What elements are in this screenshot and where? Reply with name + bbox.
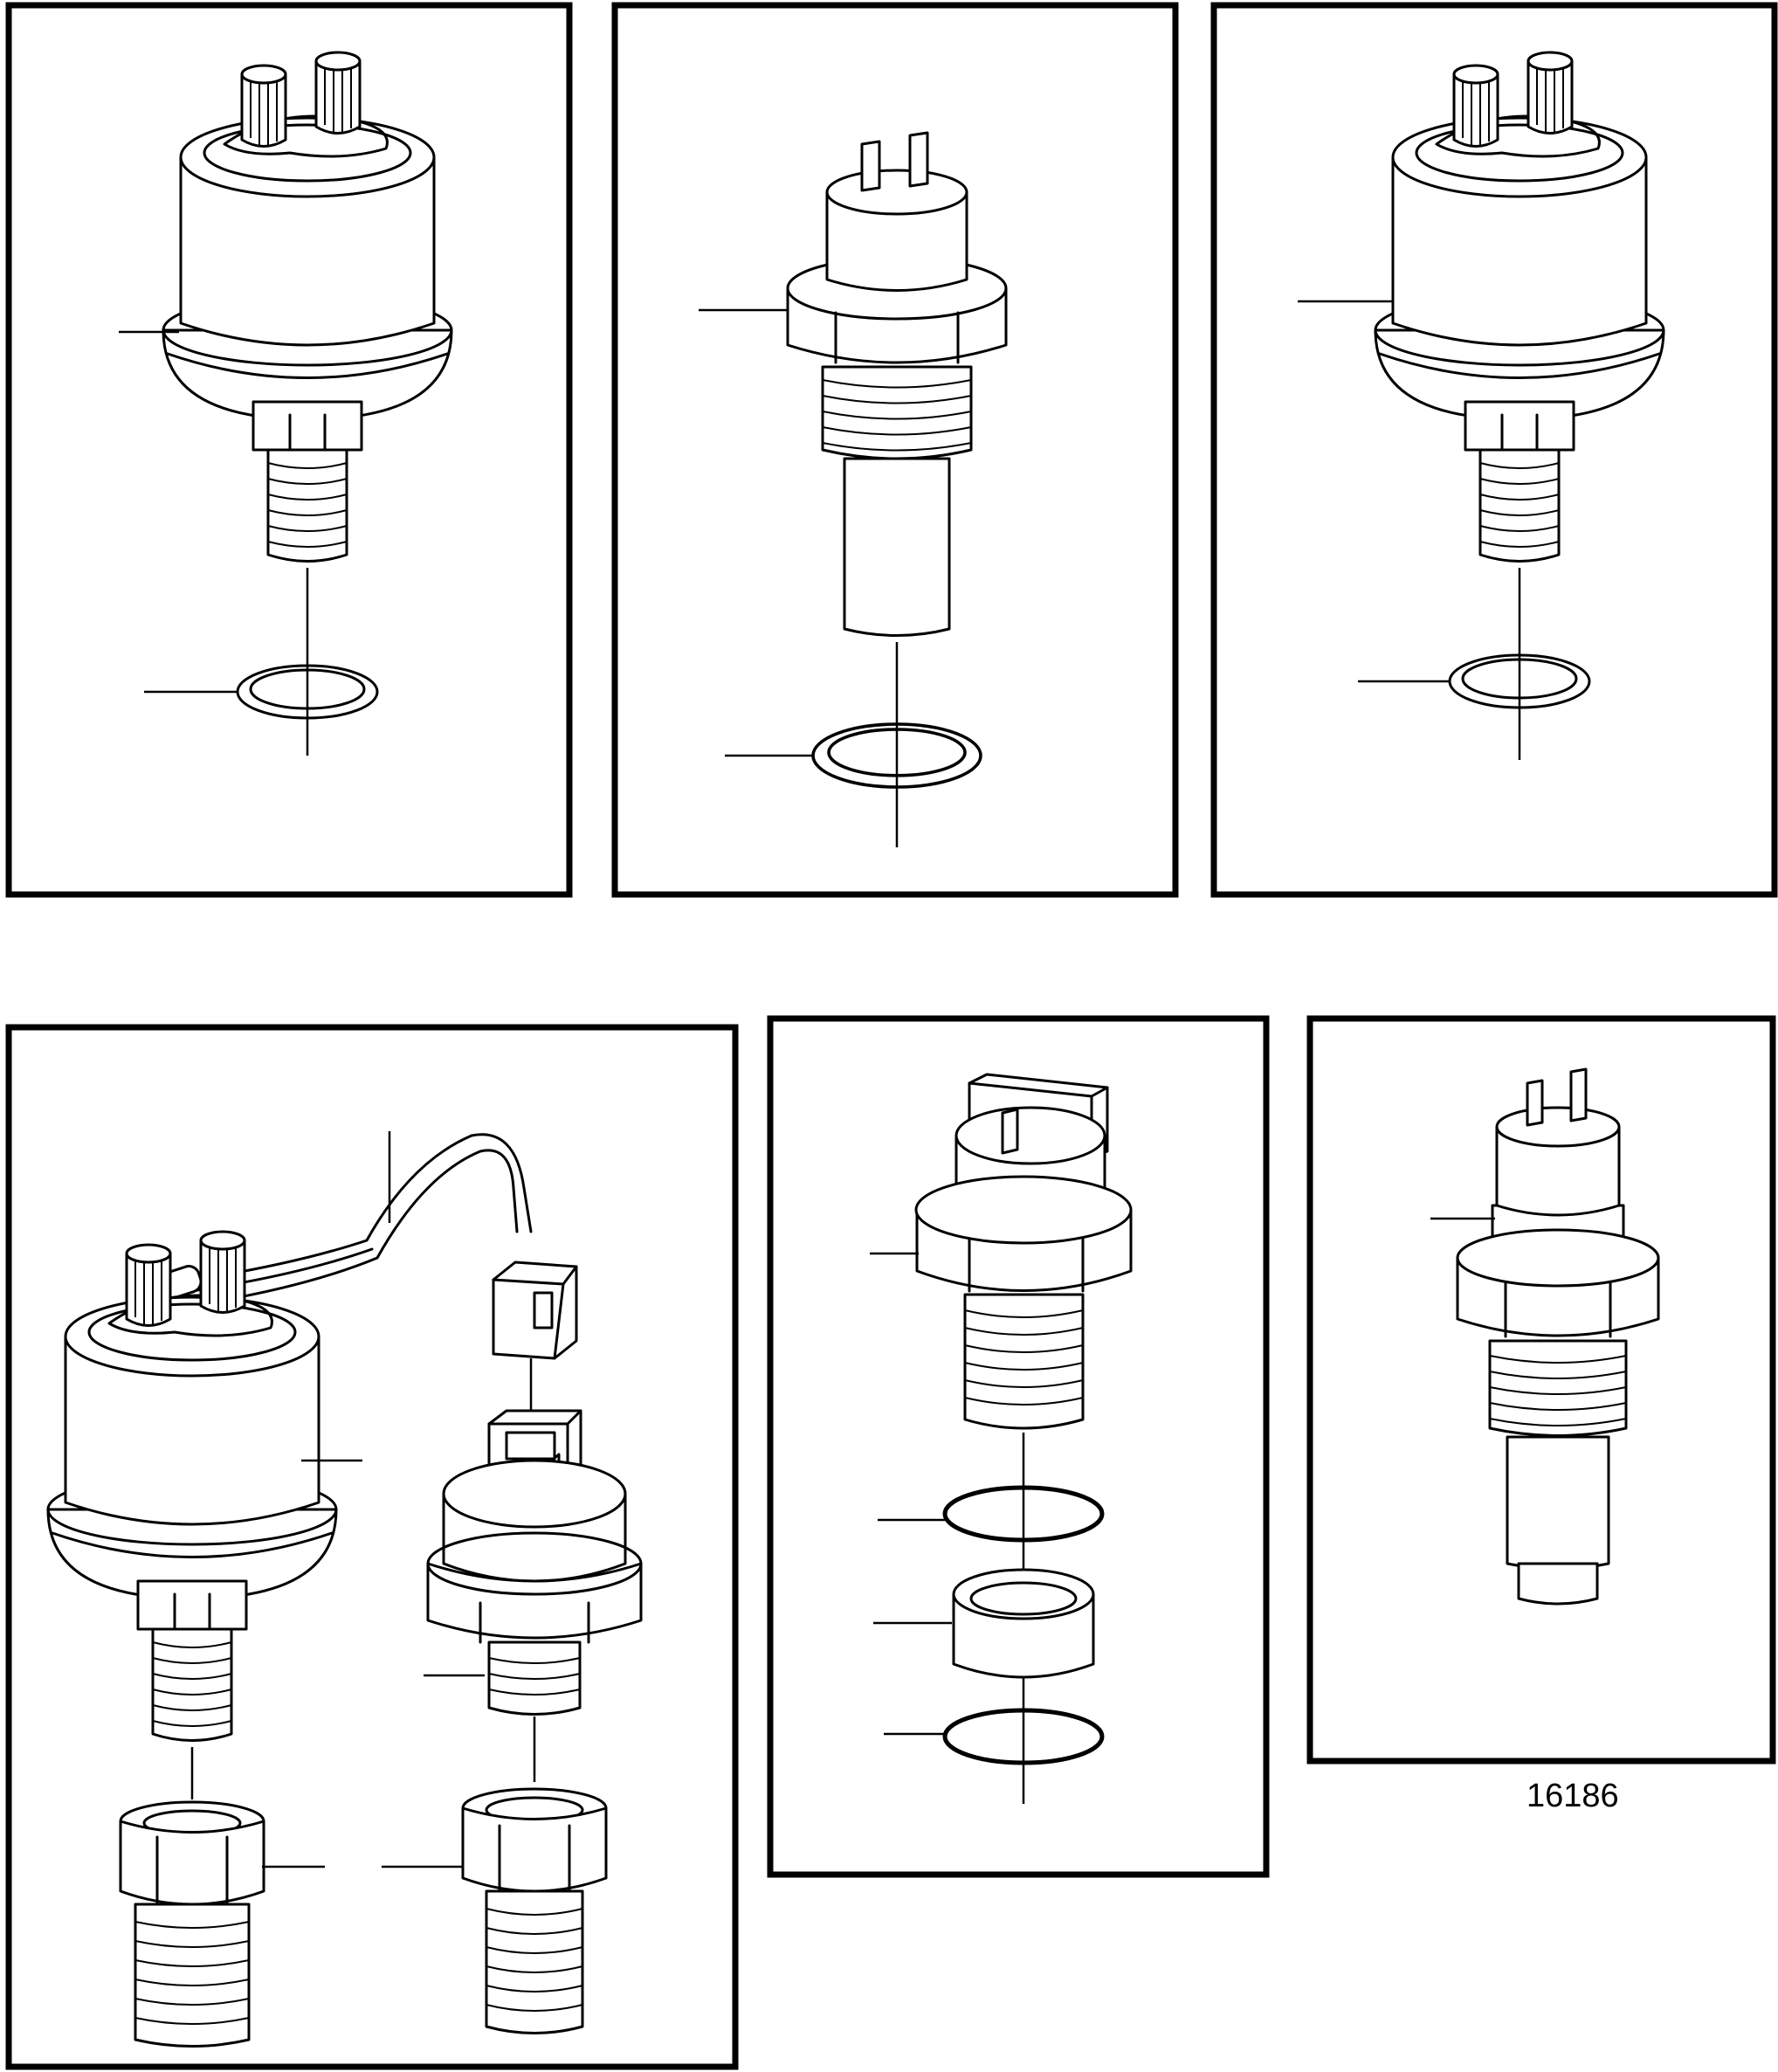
panel-4 [5, 1024, 739, 2070]
panel-2 [611, 2, 1179, 898]
panel-6 [1306, 1015, 1776, 1765]
panel-1 [5, 2, 573, 898]
panel-3 [1210, 2, 1778, 898]
figure-reference-number: 16186 [1526, 1778, 1619, 1814]
panel-5 [767, 1015, 1270, 1878]
